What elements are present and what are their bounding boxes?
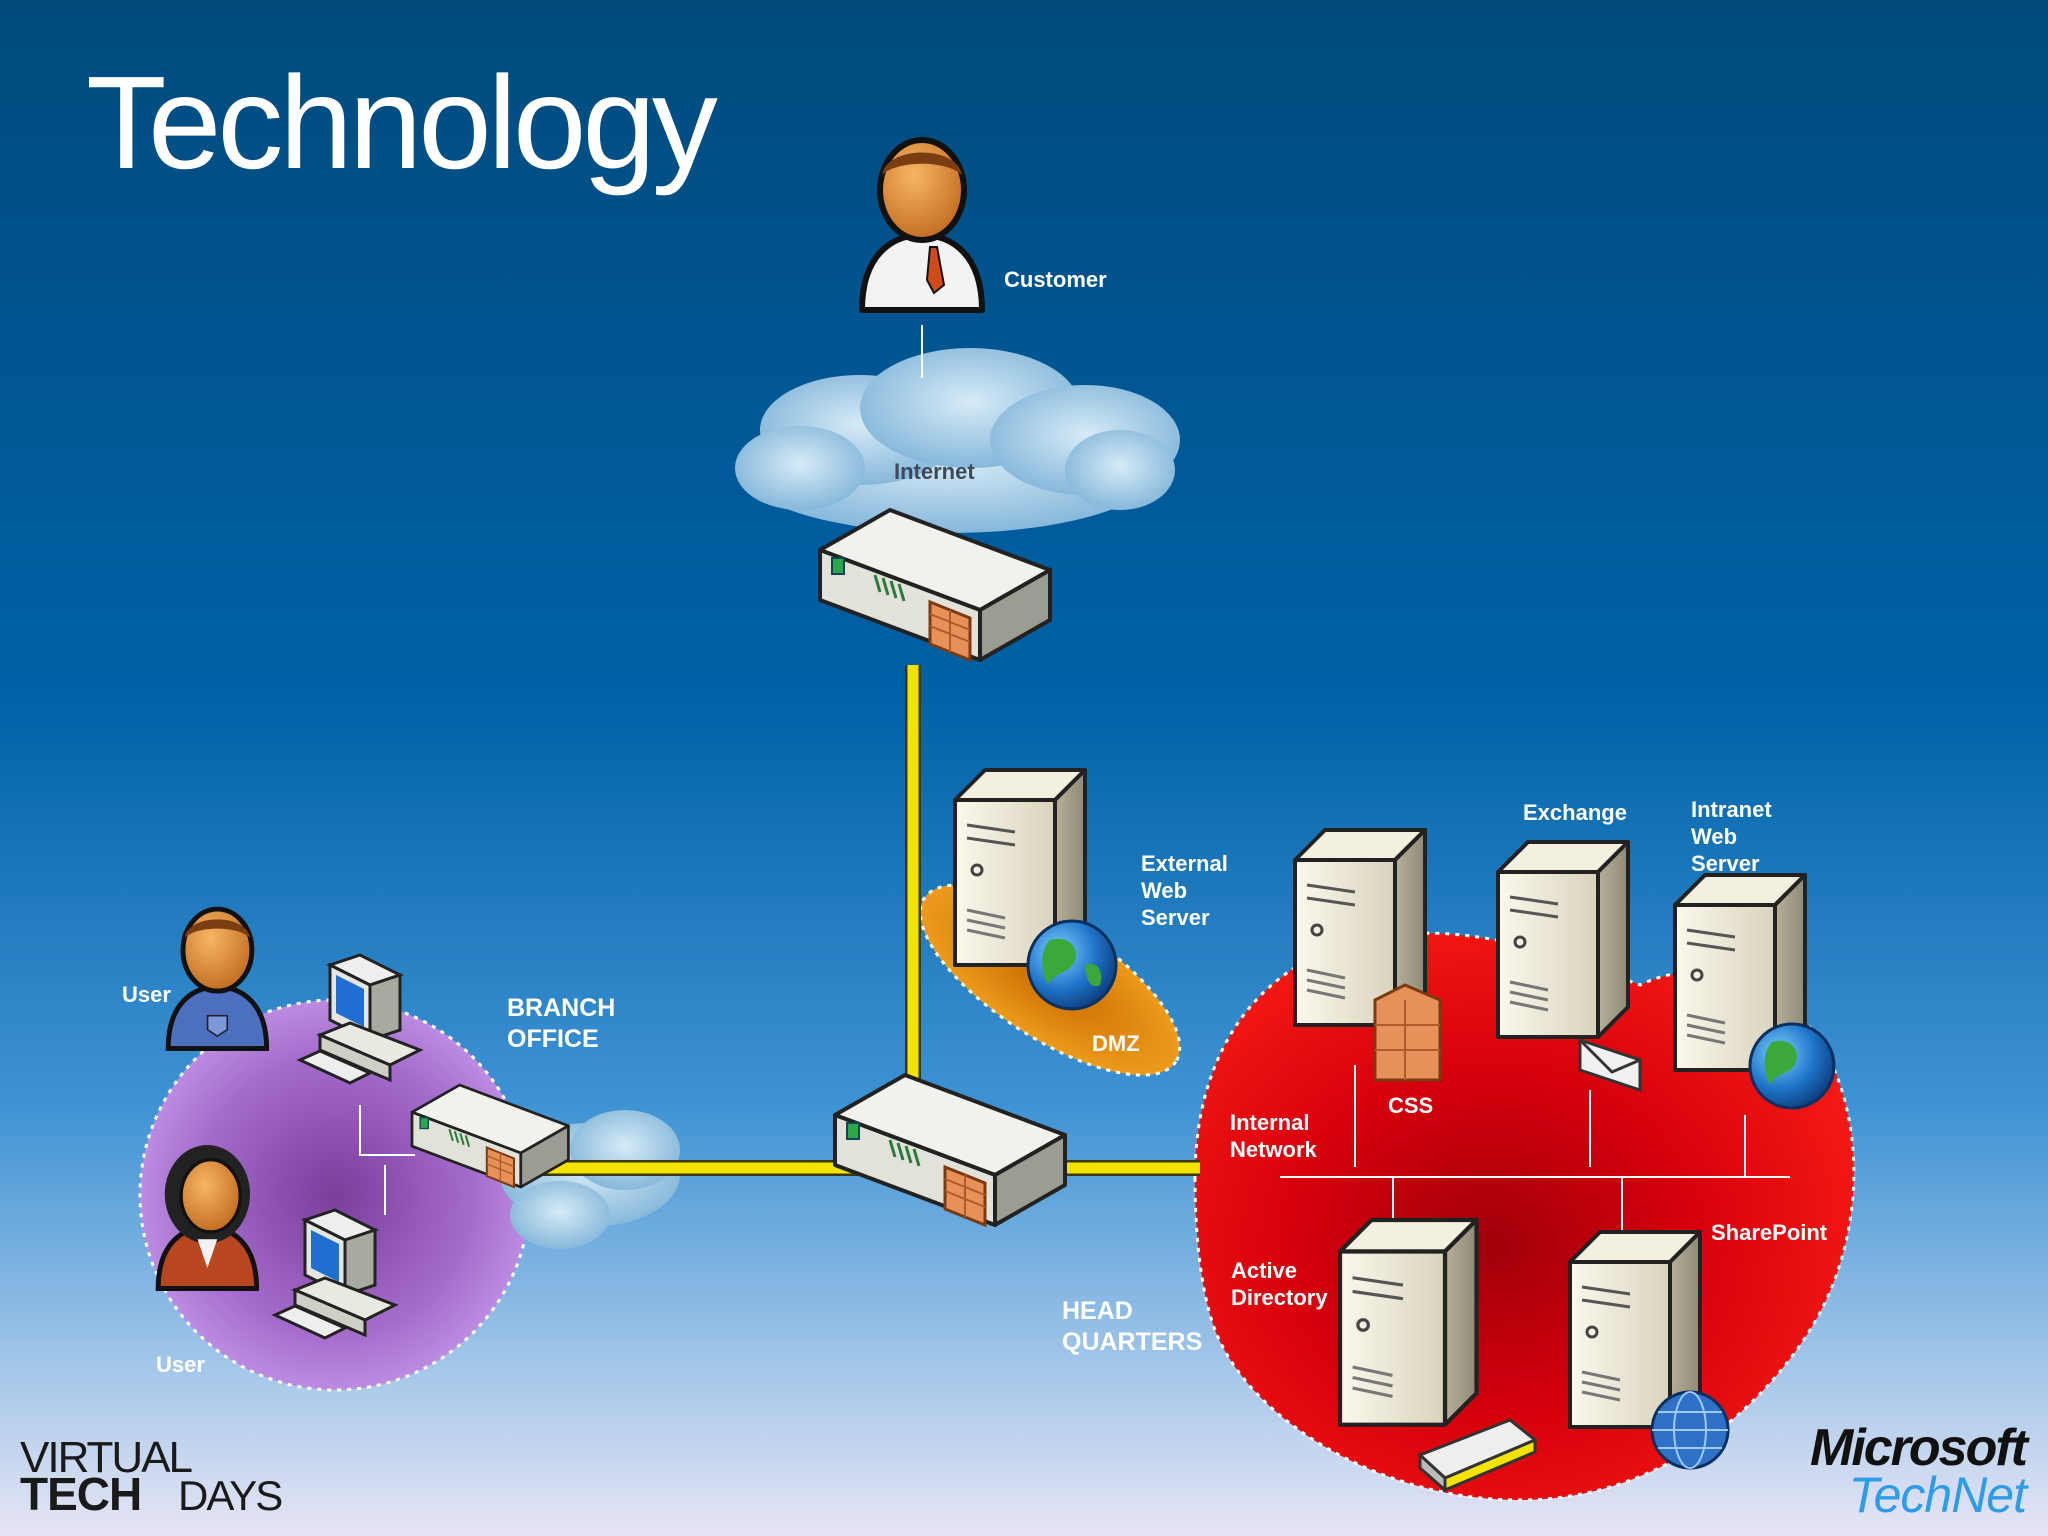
exchange-server-icon xyxy=(1496,840,1630,1039)
svg-text:VIRTUAL: VIRTUAL xyxy=(20,1433,193,1482)
svg-text:Active: Active xyxy=(1231,1258,1297,1283)
svg-text:External: External xyxy=(1141,851,1228,876)
internal-network-label: Internal Network xyxy=(1230,1110,1318,1162)
svg-text:HEAD: HEAD xyxy=(1062,1297,1133,1325)
customer-person-icon xyxy=(862,140,982,310)
css-label: CSS xyxy=(1388,1093,1433,1118)
internet-label: Internet xyxy=(894,459,975,484)
exchange-label: Exchange xyxy=(1523,800,1627,825)
svg-text:Network: Network xyxy=(1230,1137,1318,1162)
svg-text:Server: Server xyxy=(1141,905,1210,930)
svg-text:OFFICE: OFFICE xyxy=(507,1025,599,1053)
svg-text:BRANCH: BRANCH xyxy=(507,994,615,1022)
internet-cloud xyxy=(735,348,1180,533)
user-bottom-label: User xyxy=(156,1352,205,1377)
virtual-techdays-logo: VIRTUAL TECH DAYS xyxy=(20,1433,284,1520)
dmz-label: DMZ xyxy=(1092,1031,1140,1056)
microsoft-technet-logo: Microsoft TechNet xyxy=(1810,1419,2033,1523)
globe-icon xyxy=(1026,919,1118,1011)
user-bottom-person-icon xyxy=(155,1145,260,1291)
svg-text:Directory: Directory xyxy=(1231,1285,1328,1310)
user-top-person-icon xyxy=(165,906,270,1051)
branch-lan-lines xyxy=(359,1105,415,1215)
svg-text:Microsoft: Microsoft xyxy=(1810,1419,2031,1477)
svg-text:Server: Server xyxy=(1691,851,1760,876)
directory-book-icon xyxy=(1417,1418,1538,1494)
globe-icon-intranet xyxy=(1748,1022,1836,1110)
svg-text:Web: Web xyxy=(1141,878,1187,903)
active-directory-label: Active Directory xyxy=(1231,1258,1328,1310)
svg-text:DAYS: DAYS xyxy=(178,1472,282,1519)
svg-text:TechNet: TechNet xyxy=(1849,1467,2029,1523)
sharepoint-globe-icon xyxy=(1650,1390,1730,1470)
external-web-server-label: External Web Server xyxy=(1141,851,1228,930)
svg-text:Internal: Internal xyxy=(1230,1110,1309,1135)
active-directory-server-icon xyxy=(1340,1220,1477,1425)
svg-text:Intranet: Intranet xyxy=(1691,797,1772,822)
sharepoint-label: SharePoint xyxy=(1711,1220,1828,1245)
svg-text:TECH: TECH xyxy=(20,1468,141,1520)
intranet-web-server-label: Intranet Web Server xyxy=(1691,797,1772,876)
head-quarters-label: HEAD QUARTERS xyxy=(1062,1297,1202,1356)
slide-title: Technology xyxy=(86,49,718,196)
svg-text:Web: Web xyxy=(1691,824,1737,849)
firewall-icon xyxy=(1373,983,1442,1082)
branch-office-label: BRANCH OFFICE xyxy=(507,994,615,1053)
user-top-label: User xyxy=(122,982,171,1007)
customer-label: Customer xyxy=(1004,267,1107,292)
svg-text:QUARTERS: QUARTERS xyxy=(1062,1328,1202,1356)
envelope-icon xyxy=(1578,1037,1642,1093)
